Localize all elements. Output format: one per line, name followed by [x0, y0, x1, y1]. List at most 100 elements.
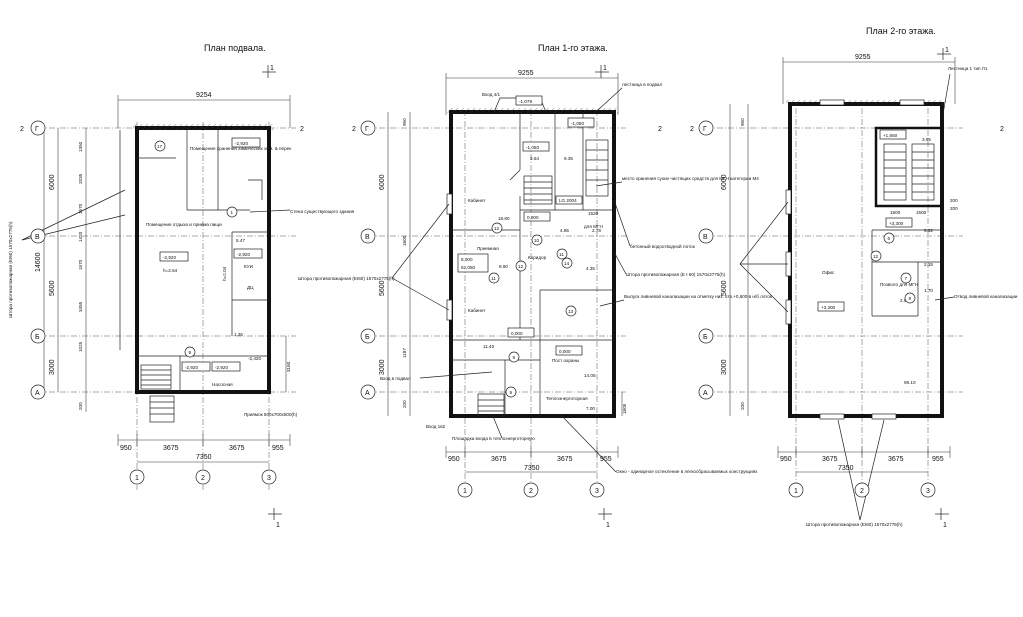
note-existing-wall: Стена существующего здания [290, 209, 355, 214]
room-mark: 9 [510, 390, 513, 395]
dim-floor2-6000: 6000 [721, 174, 728, 190]
level-label: -1,050 [526, 145, 539, 150]
note: Вход в подвал [380, 376, 411, 381]
dim-basement-inner: 200 [78, 402, 83, 410]
note: место хранения сухих чистящих средств дл… [622, 176, 759, 181]
room-mark: 12 [494, 226, 500, 231]
dim-bottom: 950 [120, 445, 132, 452]
side-mark: 2 [1000, 126, 1004, 133]
note: 200 [950, 198, 958, 203]
dim-floor2-inner: 950 [740, 118, 745, 126]
axis-label: 3 [267, 475, 271, 482]
dim-basement-total: 14600 [35, 252, 42, 272]
note: лестница в подвал [622, 82, 662, 87]
dim-bottom: 3675 [229, 445, 245, 452]
axis-label: 2 [860, 488, 864, 495]
room-mark: 14 [564, 261, 570, 266]
axis-label: Г [365, 126, 369, 133]
dim-bottom: 3675 [491, 456, 507, 463]
section-mark-label: 1 [603, 65, 607, 72]
room-label: h=2.64 [163, 268, 178, 273]
note: 1500 [916, 210, 927, 215]
note: Вход 1в2 [426, 424, 446, 429]
room-mark: 6 [888, 236, 891, 241]
dim-bottom: 950 [448, 456, 460, 463]
room-label: ДЦ [247, 285, 254, 290]
note: Штора противопожарная (E I 60) 1570х2775… [626, 272, 726, 277]
axis-label: 1 [135, 475, 139, 482]
room-mark: 1 [231, 210, 234, 215]
dim-bottom-total: 7350 [196, 454, 212, 461]
section-mark-label: 1 [270, 65, 274, 72]
floor2-plan: 9255 Офис [690, 54, 1018, 527]
level-label: -2,920 [215, 365, 228, 370]
area-label: 18.80 [498, 216, 510, 221]
axis-label: А [35, 390, 40, 397]
room-mark: 17 [157, 144, 163, 149]
level-label: 0,000 [511, 331, 523, 336]
room-label: Насосная [212, 382, 233, 387]
note: бетонный водоотводной лоток [630, 243, 696, 249]
dim-bottom-total: 7350 [838, 465, 854, 472]
level-label: -1,050 [571, 121, 584, 126]
room-mark: 10 [534, 238, 540, 243]
area-label: 5.47 [236, 238, 245, 243]
dim-basement-inner: 3455 [78, 301, 83, 312]
side-mark: 2 [690, 126, 694, 133]
level-label: 8,000 [461, 257, 473, 262]
area-label: 11.40 [483, 344, 495, 349]
section-marks: 1 1 1 1 1 1 [262, 47, 951, 529]
note: Штора противопожарная (EI60) 1570х2775(h… [298, 276, 395, 281]
area-label: 4.85 [560, 228, 569, 233]
dim-floor2-inner: 200 [740, 402, 745, 410]
dim-bottom: 3675 [163, 445, 179, 452]
room-label: Кабинет [468, 308, 486, 313]
level-label: 0,800 [527, 215, 539, 220]
side-mark: 2 [20, 126, 24, 133]
area-label: 7.00 [586, 406, 595, 411]
dim-basement-5600: 5600 [49, 280, 56, 296]
dim-bottom: 955 [932, 456, 944, 463]
note: 200 [950, 206, 958, 211]
area-label: 1520 [588, 211, 599, 216]
axis-label: 1 [463, 488, 467, 495]
section-mark-label: 1 [606, 522, 610, 529]
dim-bottom: 3675 [822, 456, 838, 463]
level-label: LG 2004 [559, 198, 577, 203]
room-label: Помещение хранения химических хим. & пер… [190, 146, 292, 151]
area-label: 3.65 [922, 137, 931, 142]
room-mark: 7 [905, 276, 908, 281]
dim-bottom-total: 7350 [524, 465, 540, 472]
room-mark: 12 [873, 254, 879, 259]
floor1-title: План 1-го этажа. [538, 43, 608, 53]
room-mark: 13 [568, 309, 574, 314]
level-label: 0,000 [559, 349, 571, 354]
note: Окно - одинарное остекление в легкосбрас… [616, 469, 758, 474]
dim-floor1-inner: 950 [402, 118, 407, 126]
basement-title: План подвала. [204, 43, 266, 53]
area-label: 99.10 [904, 380, 916, 385]
room-label: Помещение отдыха и приема пищи [146, 222, 222, 227]
room-label: для МГН [584, 224, 603, 229]
axis-label: 3 [595, 488, 599, 495]
side-mark: 2 [300, 126, 304, 133]
area-label: 1.70 [924, 288, 933, 293]
dim-basement-right: 3160 [286, 361, 291, 372]
area-label: 2.78 [592, 228, 601, 233]
room-mark: 11 [559, 252, 564, 257]
area-label: 5.32 [924, 228, 933, 233]
level-label: +3,300 [821, 305, 836, 310]
floor1-plan: 9255 [298, 70, 773, 498]
axis-label: 2 [201, 475, 205, 482]
floor2-title: План 2-го этажа. [866, 26, 936, 36]
area-label: 8.90 [499, 264, 508, 269]
dim-basement-inner: 2035 [78, 173, 83, 184]
area-label: 2.94 [900, 298, 909, 303]
dim-floor1-top: 9255 [518, 70, 534, 77]
room-label: Офис [822, 270, 835, 275]
area-label: 4.35 [586, 266, 595, 271]
level-label: -1,079 [519, 99, 532, 104]
dim-bottom: 3675 [557, 456, 573, 463]
axis-label: В [35, 234, 40, 241]
section-mark-label: 1 [276, 522, 280, 529]
